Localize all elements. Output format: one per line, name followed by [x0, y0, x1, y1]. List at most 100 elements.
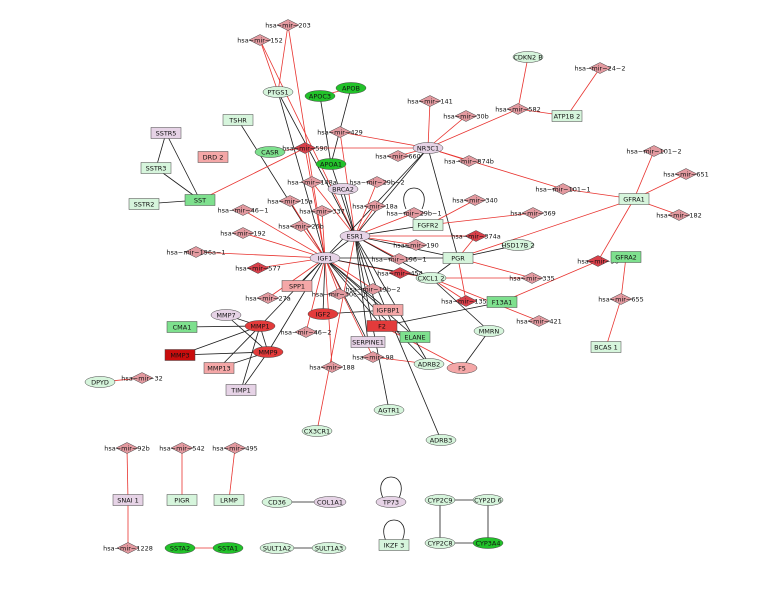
gene-node-mmp1[interactable]: MMP1 [244, 320, 276, 332]
gene-node-gfra1[interactable]: GFRA1 [618, 193, 650, 205]
mirna-node-hsa-mir-192[interactable]: hsa−mir−192 [220, 227, 266, 239]
mirna-node-hsa-mir-30c-1[interactable]: hsa−mir−30c−1 [312, 288, 367, 300]
gene-node-pgr[interactable]: PGR [442, 252, 474, 264]
gene-node-f2[interactable]: F2 [366, 320, 398, 332]
gene-node-mmrn[interactable]: MMRN [473, 325, 505, 337]
mirna-node-hsa-mir-590[interactable]: hsa−mir−590 [282, 142, 328, 154]
gene-node-apob[interactable]: APOB [335, 82, 367, 94]
gene-node-cyp2d6[interactable]: CYP2D 6 [472, 494, 504, 506]
mirna-node-hsa-mir-655[interactable]: hsa−mir−655 [598, 293, 644, 305]
mirna-node-hsa-mir-29b-1[interactable]: hsa−mir−29b−1 [386, 207, 442, 219]
mirna-node-hsa-mir-340[interactable]: hsa−mir−340 [452, 194, 498, 206]
gene-node-igf2[interactable]: IGF2 [307, 308, 339, 320]
gene-node-lrmp[interactable]: LRMP [213, 494, 245, 506]
gene-node-ikzf3[interactable]: IKZF 3 [378, 539, 410, 551]
gene-node-sult1a3[interactable]: SULT1A3 [311, 542, 347, 554]
gene-node-cd36[interactable]: CD36 [261, 496, 293, 508]
gene-node-elane[interactable]: ELANE [399, 331, 431, 343]
gene-node-cyp3a4[interactable]: CYP3A4 [472, 537, 504, 549]
gene-node-sstr5[interactable]: SSTR5 [150, 127, 182, 139]
gene-node-adrb2[interactable]: ADRB2 [413, 358, 445, 370]
gene-node-sstr3[interactable]: SSTR3 [140, 162, 172, 174]
gene-node-ssta1[interactable]: SSTA1 [212, 542, 244, 554]
gene-node-cma1[interactable]: CMA1 [166, 321, 198, 333]
gene-node-esr1[interactable]: ESR1 [339, 230, 371, 242]
gene-node-cyp2c9[interactable]: CYP2C9 [424, 494, 456, 506]
gene-node-tshr[interactable]: TSHR [222, 114, 254, 126]
gene-node-igfbp1[interactable]: IGFBP1 [372, 304, 404, 316]
mirna-node-hsa-mir-374a[interactable]: hsa−mir−374a [451, 230, 501, 242]
gene-node-apoa1[interactable]: APOA1 [315, 158, 347, 170]
mirna-node-hsa-mir-19b-2[interactable]: hsa−mir−19b−2 [345, 283, 401, 295]
gene-node-mmp13[interactable]: MMP13 [203, 362, 235, 374]
gene-node-agtr1[interactable]: AGTR1 [373, 404, 405, 416]
mirna-node-hsa-mir-29b-2[interactable]: hsa−mir−29b−2 [349, 176, 405, 188]
gene-node-apoc3[interactable]: APOC3 [304, 90, 336, 102]
gene-node-dpyd[interactable]: DPYD [84, 376, 116, 388]
mirna-node-hsa-mir-495[interactable]: hsa−mir−495 [212, 442, 258, 454]
gene-node-tp73[interactable]: TP73 [375, 496, 407, 508]
gene-node-brca2[interactable]: BRCA2 [327, 183, 359, 195]
gene-node-sstr2[interactable]: SSTR2 [128, 198, 160, 210]
mirna-node-hsa-mir-32[interactable]: hsa−mir−32 [121, 372, 163, 384]
gene-node-serpine1[interactable]: SERPINE1 [350, 336, 386, 348]
gene-node-adrb3[interactable]: ADRB3 [425, 434, 457, 446]
mirna-node-hsa-mir-196a-1[interactable]: hsa−mir−196a−1 [166, 246, 226, 258]
mirna-node-hsa-mir-1228[interactable]: hsa−mir−1228 [103, 542, 153, 554]
gene-node-mmp9[interactable]: MMP9 [252, 346, 284, 358]
gene-node-ssta2[interactable]: SSTA2 [164, 542, 196, 554]
gene-node-sult1a2[interactable]: SULT1A2 [259, 542, 295, 554]
mirna-node-hsa-mir-369[interactable]: hsa−mir−369 [510, 207, 556, 219]
gene-node-atp1b2[interactable]: ATP1B 2 [551, 110, 583, 122]
mirna-node-hsa-mir-577[interactable]: hsa−mir−577 [235, 262, 281, 274]
mirna-node-hsa-mir-101-1[interactable]: hsa−mir−101−1 [535, 183, 591, 195]
gene-node-mmp7[interactable]: MMP7 [210, 309, 242, 321]
gene-node-f5[interactable]: F5 [446, 362, 478, 374]
mirna-node-hsa-mir-92b[interactable]: hsa−mir−92b [104, 442, 150, 454]
gene-node-casr[interactable]: CASR [254, 146, 286, 158]
mirna-node-hsa-mir-27a[interactable]: hsa−mir−27a [245, 292, 291, 304]
gene-node-cxcl12[interactable]: CXCL1 2 [415, 272, 447, 284]
mirna-node-hsa-mir-651[interactable]: hsa−mir−651 [663, 168, 709, 180]
mirna-node-hsa-mir-46-1[interactable]: hsa−mir−46−1 [217, 204, 269, 216]
mirna-node-hsa-mir-874b[interactable]: hsa−mir−874b [444, 155, 494, 167]
gene-node-mmp3[interactable]: MMP3 [164, 349, 196, 361]
gene-node-f13a1[interactable]: F13A1 [486, 296, 518, 308]
mirna-node-hsa-mir-182[interactable]: hsa−mir−182 [656, 209, 702, 221]
gene-node-nr3c1[interactable]: NR3C1 [412, 142, 444, 154]
gene-node-cx3cr1[interactable]: CX3CR1 [301, 425, 333, 437]
mirna-node-hsa-mir-188[interactable]: hsa−mir−188 [309, 361, 355, 373]
mirna-node-hsa-mir-196-1[interactable]: hsa−mir−196−1 [371, 253, 427, 265]
gene-node-sst[interactable]: SST [184, 194, 216, 206]
mirna-node-hsa-mir-30b[interactable]: hsa−mir−30b [443, 110, 489, 122]
mirna-node-hsa-mir-26b[interactable]: hsa−mir−26b [278, 220, 324, 232]
mirna-node-hsa-mir-141[interactable]: hsa−mir−141 [407, 95, 453, 107]
mirna-node-hsa-mir-152[interactable]: hsa−mir−152 [237, 34, 283, 46]
mirna-node-hsa-mir-421[interactable]: hsa−mir−421 [516, 315, 562, 327]
gene-node-pigr[interactable]: PIGR [166, 494, 198, 506]
mirna-node-hsa-mir-335[interactable]: hsa−mir−335 [509, 272, 555, 284]
gene-node-cyp2c8[interactable]: CYP2C8 [424, 537, 456, 549]
mirna-node-hsa-mir-660[interactable]: hsa−mir−660 [375, 150, 421, 162]
gene-node-snai1[interactable]: SNAI 1 [112, 494, 144, 506]
mirna-node-hsa-mir-429[interactable]: hsa−mir−429 [317, 126, 363, 138]
gene-node-fgfr2[interactable]: FGFR2 [412, 219, 444, 231]
mirna-node-hsa-mir-148a[interactable]: hsa−mir−148a [287, 176, 337, 188]
mirna-node-hsa-mir-203[interactable]: hsa−mir−203 [265, 19, 311, 31]
mirna-node-hsa-mir-15a[interactable]: hsa−mir−15a [267, 195, 313, 207]
gene-node-gfra2[interactable]: GFRA2 [610, 251, 642, 263]
gene-node-col1a1[interactable]: COL1A1 [313, 496, 347, 508]
mirna-node-hsa-mir-582[interactable]: hsa−mir−582 [495, 103, 541, 115]
mirna-node-hsa-mir-96[interactable]: hsa−mir−96 [577, 255, 619, 267]
gene-node-ptgs1[interactable]: PTGS1 [262, 86, 294, 98]
mirna-node-hsa-mir-542[interactable]: hsa−mir−542 [159, 442, 205, 454]
mirna-node-hsa-mir-135b[interactable]: hsa−mir−135b [441, 295, 491, 307]
mirna-node-hsa-mir-337[interactable]: hsa−mir−337 [299, 205, 345, 217]
gene-node-hsd17b2[interactable]: HSD17B 2 [502, 239, 535, 251]
mirna-node-hsa-mir-46-2[interactable]: hsa−mir−46−2 [280, 326, 332, 338]
gene-node-bcas1[interactable]: BCAS 1 [590, 341, 622, 353]
mirna-node-hsa-mir-98[interactable]: hsa−mir−98 [352, 351, 394, 363]
gene-node-spp1[interactable]: SPP1 [281, 280, 313, 292]
gene-node-drd2[interactable]: DRD 2 [197, 151, 229, 163]
gene-node-igf1[interactable]: IGF1 [309, 252, 341, 264]
